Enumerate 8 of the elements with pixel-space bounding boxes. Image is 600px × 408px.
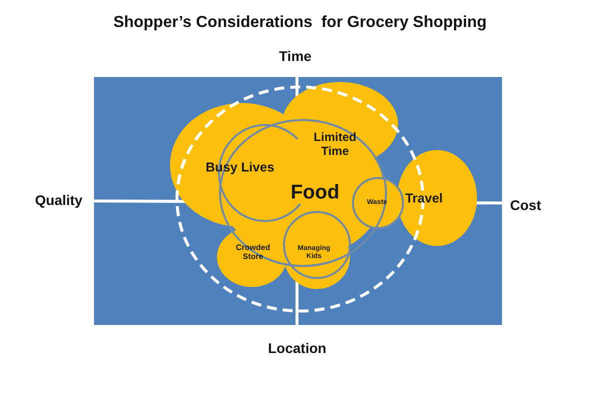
axis-label: Time <box>279 48 312 64</box>
axis-label: Location <box>268 340 326 356</box>
bubble-label: Travel <box>399 192 449 206</box>
title: Shopper’s Considerations for Grocery Shopping <box>112 14 488 32</box>
bubble-label: Food <box>285 182 345 204</box>
axis-label: Cost <box>510 197 542 213</box>
axis-label: Quality <box>35 192 82 208</box>
bubble-label: Limited Time <box>305 131 365 159</box>
